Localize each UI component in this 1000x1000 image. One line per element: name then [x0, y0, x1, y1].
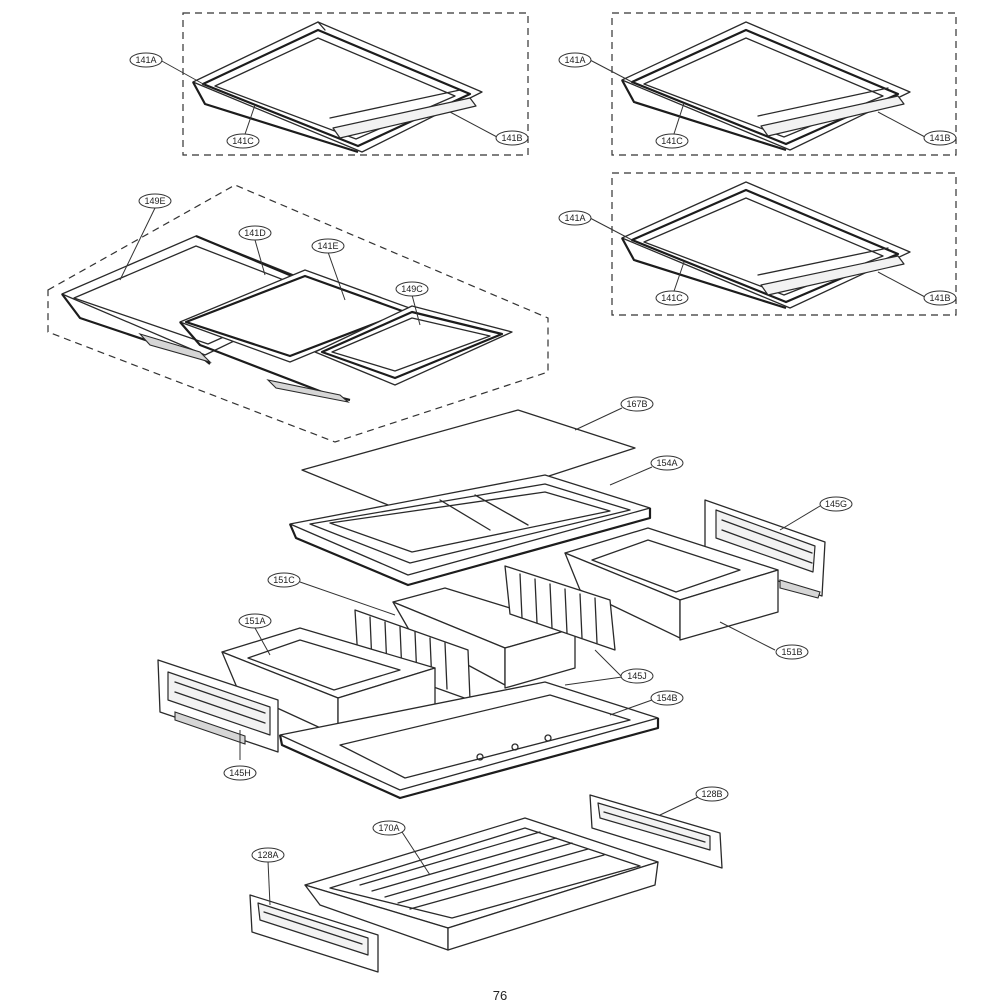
svg-text:151C: 151C: [273, 575, 295, 585]
svg-text:141A: 141A: [564, 213, 585, 223]
cover-plate: [301, 409, 636, 519]
callout-154A: 154A: [650, 455, 684, 471]
svg-text:141B: 141B: [501, 133, 522, 143]
svg-text:151A: 151A: [244, 616, 265, 626]
svg-text:141C: 141C: [232, 136, 254, 146]
lower-drawer-frame: [278, 681, 660, 800]
svg-text:151B: 151B: [781, 647, 802, 657]
shelf-assembly-middle-right: [611, 172, 957, 316]
drawer-bin-right: [564, 527, 779, 641]
callout-141C-group3: 141C: [655, 290, 689, 306]
callout-141C-group2: 141C: [655, 133, 689, 149]
callout-128A: 128A: [251, 847, 285, 863]
upper-drawer-frame: [288, 474, 652, 587]
svg-text:128B: 128B: [701, 789, 722, 799]
page-number: 76: [493, 988, 507, 1000]
svg-text:141C: 141C: [661, 136, 683, 146]
callout-145G: 145G: [819, 496, 853, 512]
callout-151C: 151C: [267, 572, 301, 588]
svg-text:149E: 149E: [144, 196, 165, 206]
leader-lines: [119, 59, 926, 906]
callout-141A-group2: 141A: [558, 52, 592, 68]
svg-text:141B: 141B: [929, 293, 950, 303]
callout-141E: 141E: [311, 238, 345, 254]
svg-text:154A: 154A: [656, 458, 677, 468]
callout-141C-group1: 141C: [226, 133, 260, 149]
callout-154B: 154B: [650, 690, 684, 706]
callout-170A: 170A: [372, 820, 406, 836]
callout-167B: 167B: [620, 396, 654, 412]
callout-141B-group2: 141B: [923, 130, 957, 146]
callout-151B: 151B: [775, 644, 809, 660]
shelf-assembly-top-right: [611, 12, 957, 156]
svg-text:145H: 145H: [229, 768, 251, 778]
callout-141B-group1: 141B: [495, 130, 529, 146]
svg-text:141D: 141D: [244, 228, 266, 238]
svg-text:141E: 141E: [317, 241, 338, 251]
slide-rail-left: [249, 894, 379, 973]
freezer-tray: [304, 817, 659, 951]
divider-rack-left: [157, 659, 279, 753]
callout-141B-group3: 141B: [923, 290, 957, 306]
svg-text:167B: 167B: [626, 399, 647, 409]
callout-141A-group1: 141A: [129, 52, 163, 68]
svg-text:154B: 154B: [656, 693, 677, 703]
svg-text:141C: 141C: [661, 293, 683, 303]
callout-141A-group3: 141A: [558, 210, 592, 226]
callout-149C: 149C: [395, 281, 429, 297]
svg-text:149C: 149C: [401, 284, 423, 294]
callout-145J: 145J: [620, 668, 654, 684]
callout-151A: 151A: [238, 613, 272, 629]
shelf-assembly-top-left: [182, 12, 529, 156]
divider-rack-right: [704, 499, 826, 599]
svg-text:170A: 170A: [378, 823, 399, 833]
callout-149E: 149E: [138, 193, 172, 209]
svg-text:145J: 145J: [627, 671, 647, 681]
svg-text:141A: 141A: [564, 55, 585, 65]
callout-128B: 128B: [695, 786, 729, 802]
svg-text:145G: 145G: [825, 499, 847, 509]
svg-text:141B: 141B: [929, 133, 950, 143]
slide-rail-right: [589, 794, 723, 869]
callout-141D: 141D: [238, 225, 272, 241]
svg-text:128A: 128A: [257, 850, 278, 860]
svg-text:141A: 141A: [135, 55, 156, 65]
callout-145H: 145H: [223, 765, 257, 781]
split-shelf-assembly: [47, 184, 549, 443]
